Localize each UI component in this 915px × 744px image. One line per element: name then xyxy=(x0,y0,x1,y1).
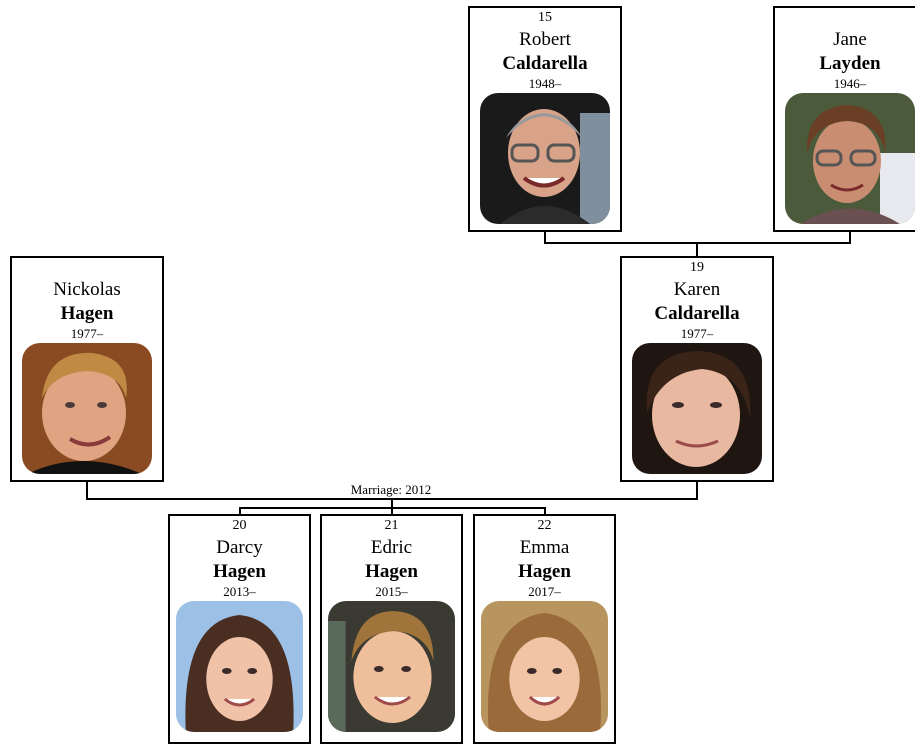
person-first-name: Jane xyxy=(833,29,867,50)
person-years: 2015– xyxy=(375,584,408,599)
person-first-name: Robert xyxy=(519,29,571,50)
person-photo xyxy=(176,601,303,732)
person-last-name: Caldarella xyxy=(654,303,740,324)
person-last-name: Hagen xyxy=(60,303,114,324)
marriage-label: Marriage: 2012 xyxy=(320,483,462,497)
person-years: 2013– xyxy=(223,584,256,599)
person-card-edric[interactable]: 21 Edric Hagen 2015– xyxy=(320,514,463,744)
connector-line xyxy=(696,480,698,500)
connector-line xyxy=(849,230,851,244)
connector-line xyxy=(391,498,393,509)
connector-line xyxy=(239,507,241,516)
person-photo xyxy=(328,601,455,732)
person-last-name: Hagen xyxy=(213,561,266,582)
person-first-name: Darcy xyxy=(216,537,263,558)
person-number: 22 xyxy=(537,518,552,533)
person-first-name: Emma xyxy=(519,537,570,558)
person-number: 19 xyxy=(690,260,704,275)
person-card-nickolas[interactable]: Nickolas Hagen 1977– xyxy=(10,256,164,482)
person-photo xyxy=(480,93,610,224)
person-first-name: Nickolas xyxy=(53,279,121,300)
person-card-emma[interactable]: 22 Emma Hagen 2017– xyxy=(473,514,616,744)
connector-line xyxy=(86,480,88,500)
person-number: 20 xyxy=(232,518,247,533)
person-card-robert[interactable]: 15 Robert Caldarella 1948– xyxy=(468,6,622,232)
person-last-name: Hagen xyxy=(518,561,571,582)
person-photo xyxy=(785,93,915,224)
person-number: 21 xyxy=(384,518,399,533)
person-first-name: Edric xyxy=(370,537,413,558)
person-photo xyxy=(481,601,608,732)
connector-line xyxy=(696,242,698,257)
person-years: 2017– xyxy=(528,584,561,599)
person-card-jane[interactable]: Jane Layden 1946– xyxy=(773,6,915,232)
person-number: 15 xyxy=(538,10,552,25)
connector-line xyxy=(391,507,393,516)
person-years: 1977– xyxy=(70,326,104,341)
connector-line xyxy=(544,230,546,244)
person-last-name: Layden xyxy=(819,53,881,74)
person-last-name: Hagen xyxy=(365,561,418,582)
person-photo xyxy=(22,343,152,474)
connector-line xyxy=(544,507,546,516)
person-first-name: Karen xyxy=(673,279,721,300)
person-card-darcy[interactable]: 20 Darcy Hagen 2013– xyxy=(168,514,311,744)
person-last-name: Caldarella xyxy=(502,53,588,74)
person-years: 1948– xyxy=(528,76,562,91)
person-years: 1946– xyxy=(833,76,867,91)
person-photo xyxy=(632,343,762,474)
person-card-karen[interactable]: 19 Karen Caldarella 1977– xyxy=(620,256,774,482)
person-years: 1977– xyxy=(680,326,714,341)
